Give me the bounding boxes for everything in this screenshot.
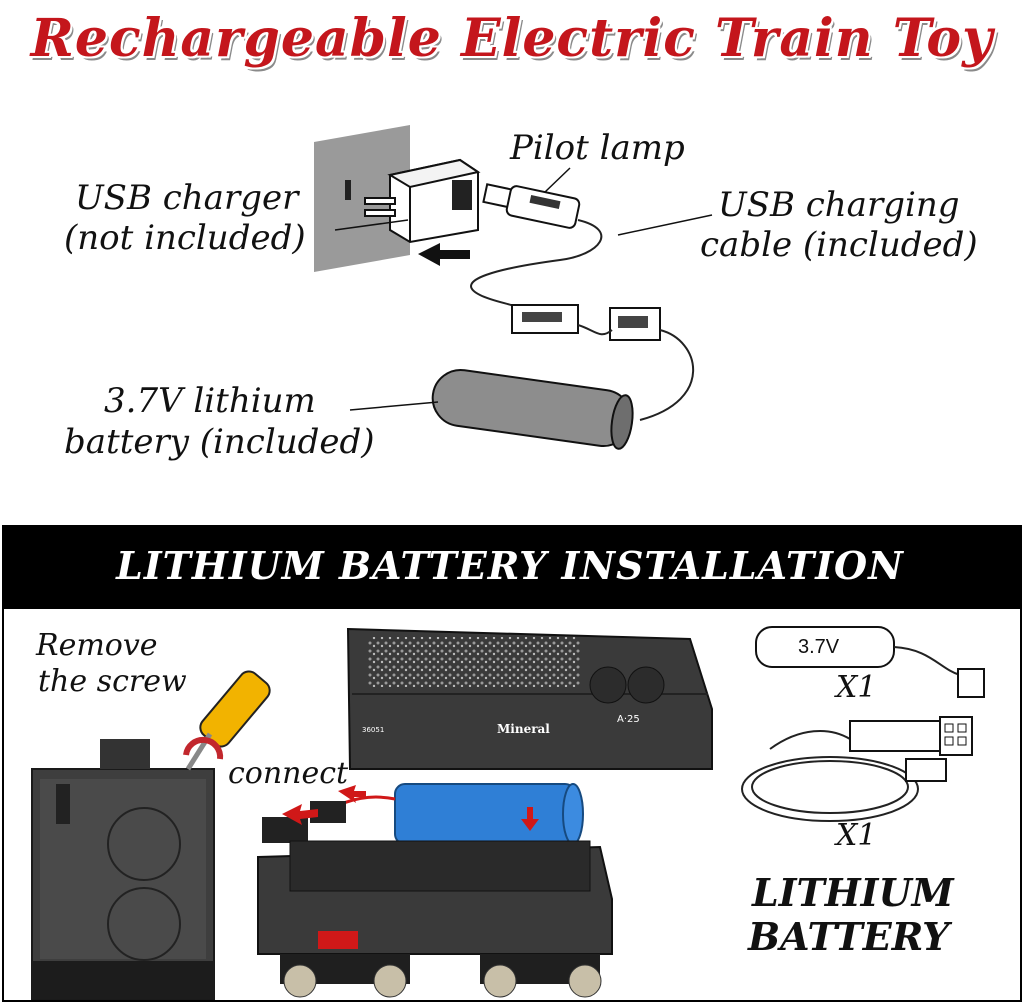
battery-plug [310, 801, 346, 823]
wall-socket [314, 125, 410, 272]
lithium-battery-label-2: BATTERY [748, 914, 950, 959]
rotate-arrow [183, 736, 224, 760]
battery-label-2: battery (included) [64, 422, 375, 462]
screwdriver [185, 670, 271, 771]
remove-screw-label-1: Remove [36, 628, 158, 663]
tender-code: A·25 [617, 714, 640, 725]
connect-arrow-2 [338, 785, 366, 803]
battery-label-1: 3.7V lithium [104, 381, 316, 421]
tender-body [257, 840, 613, 998]
locomotive-rear [31, 739, 215, 1000]
usb-cable [470, 219, 603, 316]
page-title: Rechargeable Electric Train Toy [30, 8, 994, 69]
installation-illustration [31, 626, 985, 1000]
installation-banner [2, 525, 1022, 609]
remove-screw-label-2: the screw [38, 664, 187, 699]
down-arrow-1 [521, 807, 539, 831]
tender-brand: Mineral [497, 722, 550, 736]
lithium-battery [431, 368, 634, 450]
usb-charger-label-2: (not included) [64, 218, 306, 258]
cable-quantity: X1 [836, 818, 877, 853]
tender-number: 36051 [362, 726, 385, 734]
battery-voltage-label: 3.7V [798, 636, 840, 658]
usb-plug [482, 183, 581, 229]
pilot-lamp-label: Pilot lamp [510, 128, 685, 168]
installation-heading: LITHIUM BATTERY INSTALLATION [116, 543, 904, 588]
usb-cable-label-1: USB charging [718, 185, 960, 225]
battery-quantity: X1 [836, 670, 877, 705]
usb-cable-coil [741, 716, 973, 822]
charging-diagram [314, 125, 713, 450]
usb-cable-label-2: cable (included) [700, 225, 978, 265]
tender-plug [262, 817, 308, 843]
installation-panel [2, 609, 1022, 1002]
usb-charger [364, 158, 481, 244]
blue-battery [394, 783, 584, 845]
connect-label: connect [228, 756, 349, 791]
connect-arrow-1 [282, 804, 318, 825]
insert-arrow [418, 243, 470, 266]
tender-top [346, 627, 713, 770]
lithium-battery-label-1: LITHIUM [752, 870, 954, 915]
usb-charger-label-1: USB charger [75, 178, 299, 218]
